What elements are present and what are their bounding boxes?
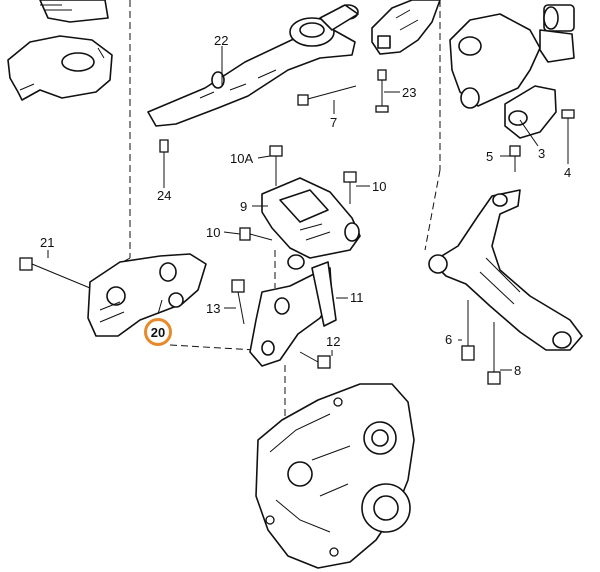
label-4: 4 (564, 165, 572, 180)
label-13: 13 (206, 301, 221, 316)
label-22: 22 (214, 33, 229, 48)
engine-bracket-top-left (7, 0, 113, 101)
highlighted-part-20-badge: 20 (144, 318, 172, 346)
mount-bracket-top-right (449, 4, 575, 109)
label-11: 11 (350, 290, 364, 305)
gearbox-housing (255, 383, 415, 569)
torque-rod-22 (147, 4, 359, 127)
label-9: 9 (240, 199, 248, 214)
gearbox-support-20 (87, 253, 207, 337)
label-3: 3 (538, 146, 546, 161)
label-21: 21 (40, 235, 55, 250)
label-10-right: 10 (372, 179, 387, 194)
label-23: 23 (402, 85, 417, 100)
bracket-3 (504, 85, 557, 139)
label-12: 12 (326, 334, 341, 349)
bolts (19, 69, 575, 385)
label-8: 8 (514, 363, 522, 378)
leader-lines (47, 46, 569, 371)
engine-mount-top-center (371, 0, 441, 55)
label-7: 7 (330, 115, 338, 130)
label-10a: 10A (230, 151, 254, 166)
bracket-11 (249, 261, 337, 367)
gearbox-mount-9 (261, 177, 361, 270)
label-6: 6 (445, 332, 453, 347)
label-24: 24 (157, 188, 172, 203)
label-5: 5 (486, 149, 494, 164)
label-10-left: 10 (206, 225, 221, 240)
lower-control-arm (428, 189, 583, 351)
